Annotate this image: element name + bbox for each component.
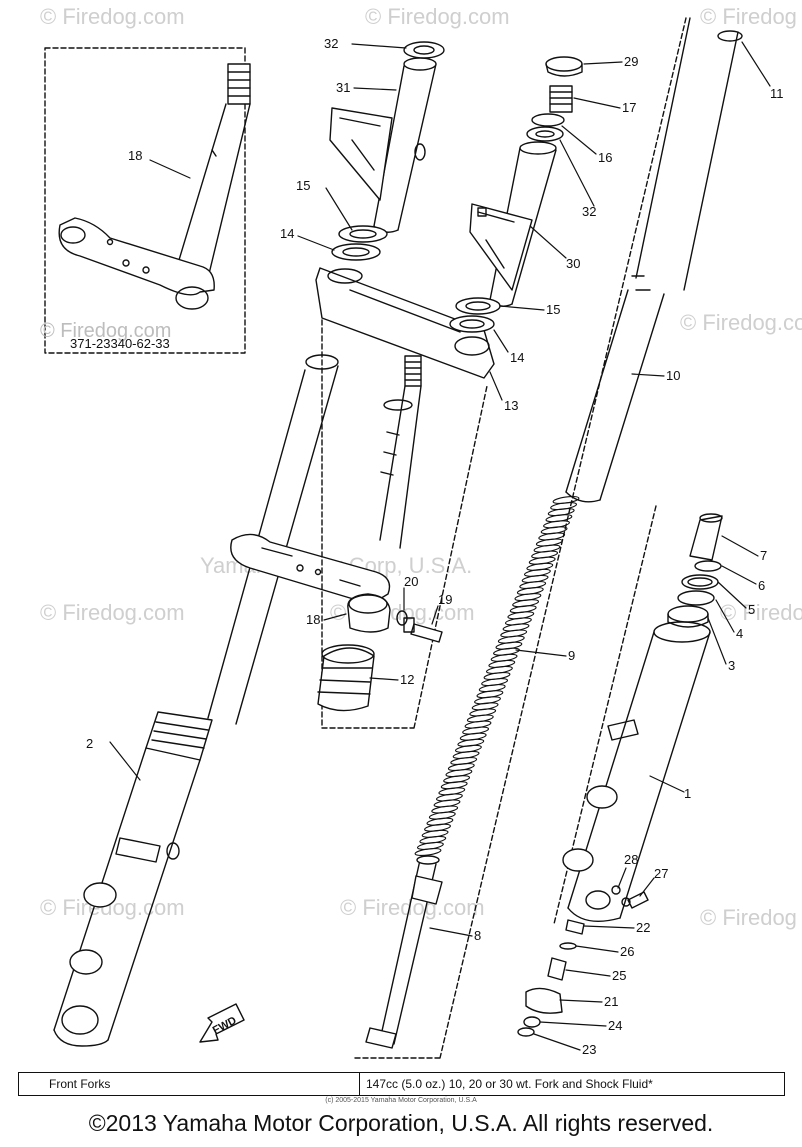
callout-3: 3 [728, 658, 735, 673]
inset-part-code: 371-23340-62-33 [70, 336, 170, 351]
callout-18-inset: 18 [128, 148, 142, 163]
callout-31: 31 [336, 80, 350, 95]
washer-15-right [455, 297, 501, 315]
oil-seal-5 [681, 574, 719, 590]
front-fork-exploded-diagram: © Firedog.com 371-23340-62-33 [40, 17, 784, 1059]
washer-14-left [331, 243, 381, 261]
callout-13: 13 [504, 398, 518, 413]
o-ring-11 [717, 30, 743, 42]
callout-2: 2 [86, 736, 93, 751]
spring-washer-25 [547, 957, 567, 981]
washer-32-right [526, 126, 564, 142]
inset-steering-stem [58, 63, 251, 310]
callout-18: 18 [306, 612, 320, 627]
washer-23 [517, 1027, 535, 1037]
washer-26 [559, 942, 577, 950]
outer-tube-1 [562, 621, 711, 922]
right-headlight-bracket [469, 141, 557, 307]
callout-15-left: 15 [296, 178, 310, 193]
callout-20: 20 [404, 574, 418, 589]
callout-21: 21 [604, 994, 618, 1009]
left-headlight-bracket [329, 57, 437, 233]
rubber-boot-12 [317, 644, 375, 712]
washer-14-right [449, 315, 495, 333]
callout-6: 6 [758, 578, 765, 593]
callout-30: 30 [566, 256, 580, 271]
callout-19: 19 [438, 592, 452, 607]
callout-15-right: 15 [546, 302, 560, 317]
callout-17: 17 [622, 100, 636, 115]
clip-6 [694, 560, 722, 572]
callout-28: 28 [624, 852, 638, 867]
callout-29: 29 [624, 54, 638, 69]
washer-20 [396, 610, 408, 626]
washer-32-top [403, 41, 445, 59]
callout-22: 22 [636, 920, 650, 935]
spec-table: Front Forks 147cc (5.0 oz.) 10, 20 or 30… [18, 1072, 785, 1096]
callout-labels: 32 31 29 17 16 32 30 15 14 15 14 13 11 1… [86, 36, 784, 1057]
slide-metal-7 [689, 513, 723, 561]
callout-14-right: 14 [510, 350, 524, 365]
callout-14-left: 14 [280, 226, 294, 241]
callout-4: 4 [736, 626, 743, 641]
fork-spring-9 [414, 495, 580, 857]
callout-7: 7 [760, 548, 767, 563]
callout-26: 26 [620, 944, 634, 959]
callout-24: 24 [608, 1018, 622, 1033]
spec-table-fluid: 147cc (5.0 oz.) 10, 20 or 30 wt. Fork an… [366, 1077, 653, 1091]
small-copyright: (c) 2005-2015 Yamaha Motor Corporation, … [325, 1097, 477, 1104]
washer-4 [677, 590, 715, 606]
footer-copyright: ©2013 Yamaha Motor Corporation, U.S.A. A… [88, 1110, 714, 1136]
cap-bolt-29 [545, 56, 583, 77]
callout-12: 12 [400, 672, 414, 687]
stud-22 [565, 919, 585, 935]
washer-28 [611, 885, 621, 895]
nut-24 [523, 1016, 541, 1028]
callout-5: 5 [748, 602, 755, 617]
inset-box: © Firedog.com 371-23340-62-33 [40, 47, 251, 354]
callout-9: 9 [568, 648, 575, 663]
inner-tube-10 [565, 17, 739, 503]
callout-32-right: 32 [582, 204, 596, 219]
callout-32-top: 32 [324, 36, 338, 51]
callout-25: 25 [612, 968, 626, 983]
left-fork-assembly [53, 354, 339, 1047]
callout-11: 11 [770, 86, 784, 101]
lower-bracket-steering-stem [230, 355, 422, 633]
callout-23: 23 [582, 1042, 596, 1057]
o-ring-16 [531, 113, 565, 127]
inset-watermark: © Firedog.com [40, 320, 171, 342]
leader-lines [109, 41, 771, 1051]
callout-16: 16 [598, 150, 612, 165]
callout-10: 10 [666, 368, 680, 383]
callout-8: 8 [474, 928, 481, 943]
forward-arrow: FWD [199, 1003, 245, 1043]
callout-27: 27 [654, 866, 668, 881]
washer-15-left [338, 225, 388, 243]
axle-holder-21 [525, 987, 563, 1014]
dust-seal-3 [667, 605, 709, 628]
spec-table-title: Front Forks [19, 1073, 360, 1095]
damper-rod-8 [365, 855, 443, 1049]
bolt-17 [549, 85, 573, 113]
callout-1: 1 [684, 786, 691, 801]
drain-bolt-27 [621, 891, 649, 909]
